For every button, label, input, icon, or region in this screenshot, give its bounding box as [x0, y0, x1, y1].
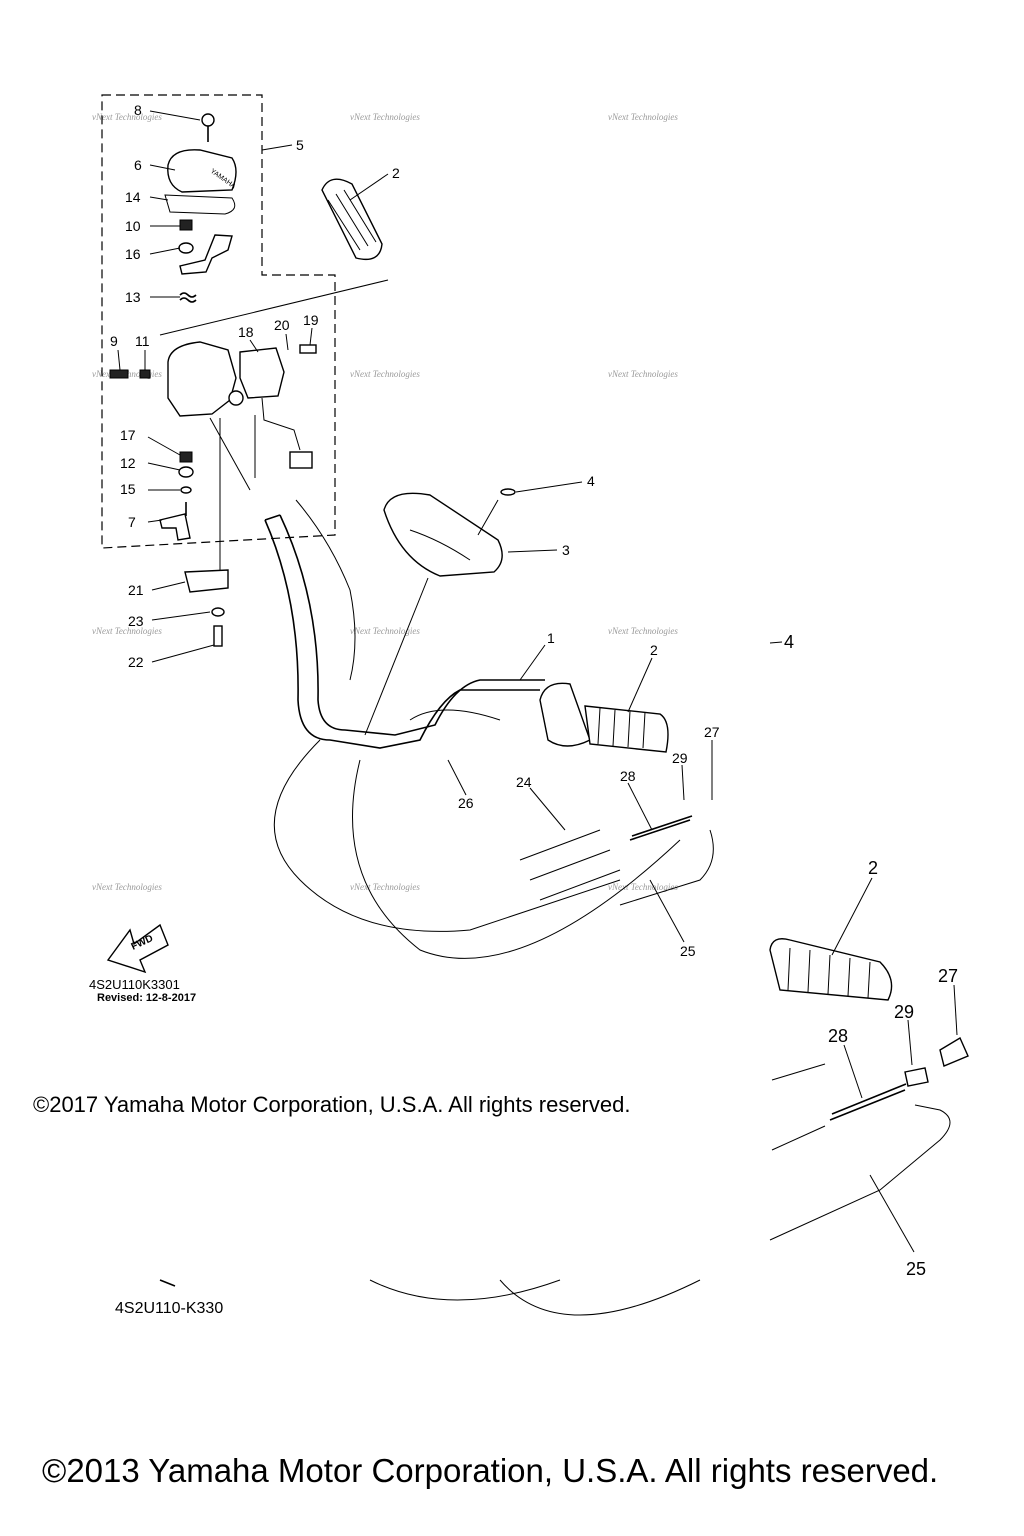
callout-11: 11	[135, 333, 150, 349]
handlebar-1	[264, 514, 545, 749]
callout-2: 2	[868, 858, 878, 878]
callout-27: 27	[704, 724, 720, 740]
copyright-2017: ©2017 Yamaha Motor Corporation, U.S.A. A…	[33, 1092, 631, 1117]
watermark: vNext Technologies	[92, 112, 162, 122]
cover-6: YAMAHA	[167, 149, 237, 193]
callout-19: 19	[303, 312, 319, 328]
spring-13	[179, 292, 197, 303]
callout-13: 13	[125, 289, 141, 305]
washer-16	[178, 234, 233, 275]
watermark: vNext Technologies	[608, 112, 678, 122]
part-code: 4S2U110K3301	[89, 977, 180, 992]
watermark: vNext Technologies	[92, 882, 162, 892]
screw-19	[299, 344, 317, 354]
copyright-2013: ©2013 Yamaha Motor Corporation, U.S.A. A…	[42, 1452, 939, 1489]
washer-15	[180, 486, 192, 494]
callout-22: 22	[128, 654, 144, 670]
nut-10	[179, 219, 193, 231]
callout-28: 28	[620, 768, 636, 784]
switch-18	[239, 347, 313, 469]
callout-7: 7	[128, 514, 136, 530]
callout-25: 25	[906, 1259, 926, 1279]
revision-date: Revised: 12-8-2017	[97, 992, 197, 1004]
lever-7	[159, 502, 191, 541]
part-code-secondary: 4S2U110-K330	[115, 1300, 224, 1317]
throttle-assembly	[539, 682, 669, 753]
callout-29: 29	[672, 750, 688, 766]
callout-9: 9	[110, 333, 118, 349]
fwd-arrow: FWD	[106, 923, 169, 974]
callout-28: 28	[828, 1026, 848, 1046]
callout-3: 3	[562, 542, 570, 558]
watermark: vNext Technologies	[350, 112, 420, 122]
grip-top	[321, 178, 383, 261]
callout-1: 1	[547, 630, 555, 646]
callout-16: 16	[125, 246, 141, 262]
callout-25: 25	[680, 943, 696, 959]
washer-23	[211, 607, 225, 617]
handlebar-cover-3	[383, 488, 516, 577]
bolt-22	[213, 625, 223, 647]
callout-2: 2	[392, 165, 400, 181]
callout-17: 17	[120, 427, 136, 443]
callout-4: 4	[587, 473, 595, 489]
screw-8	[201, 113, 215, 142]
arrow-mark	[159, 1279, 176, 1287]
callout-14: 14	[125, 189, 141, 205]
callout-27: 27	[938, 966, 958, 986]
watermark: vNext Technologies	[350, 369, 420, 379]
gasket-14	[164, 194, 236, 215]
callout-12: 12	[120, 455, 136, 471]
watermark: vNext Technologies	[92, 626, 162, 636]
callout-21: 21	[128, 582, 144, 598]
bracket-21	[184, 569, 229, 593]
switch-housing	[109, 341, 244, 417]
inset-detail	[769, 938, 969, 1241]
cables	[273, 499, 714, 1316]
watermark: vNext Technologies	[350, 626, 420, 636]
callout-2: 2	[650, 642, 658, 658]
callout-10: 10	[125, 218, 141, 234]
callout-15: 15	[120, 481, 136, 497]
callout-8: 8	[134, 102, 142, 118]
callout-29: 29	[894, 1002, 914, 1022]
callout-24: 24	[516, 774, 532, 790]
callout-6: 6	[134, 157, 142, 173]
leader-lines	[117, 110, 958, 1253]
callout-5: 5	[296, 137, 304, 153]
callouts: 8 5 6 2 14 10 16 13 18 20 19 9 11 17 12 …	[110, 102, 958, 1279]
watermark: vNext Technologies	[350, 882, 420, 892]
callout-18: 18	[238, 324, 254, 340]
watermark: vNext Technologies	[608, 626, 678, 636]
washer-12	[178, 466, 194, 478]
assembly-5-outline	[101, 94, 336, 549]
watermark: vNext Technologies	[608, 882, 678, 892]
callout-23: 23	[128, 613, 144, 629]
collar-17	[179, 451, 193, 463]
callout-20: 20	[274, 317, 290, 333]
callout-26: 26	[458, 795, 474, 811]
callout-4: 4	[784, 632, 794, 652]
watermark: vNext Technologies	[608, 369, 678, 379]
